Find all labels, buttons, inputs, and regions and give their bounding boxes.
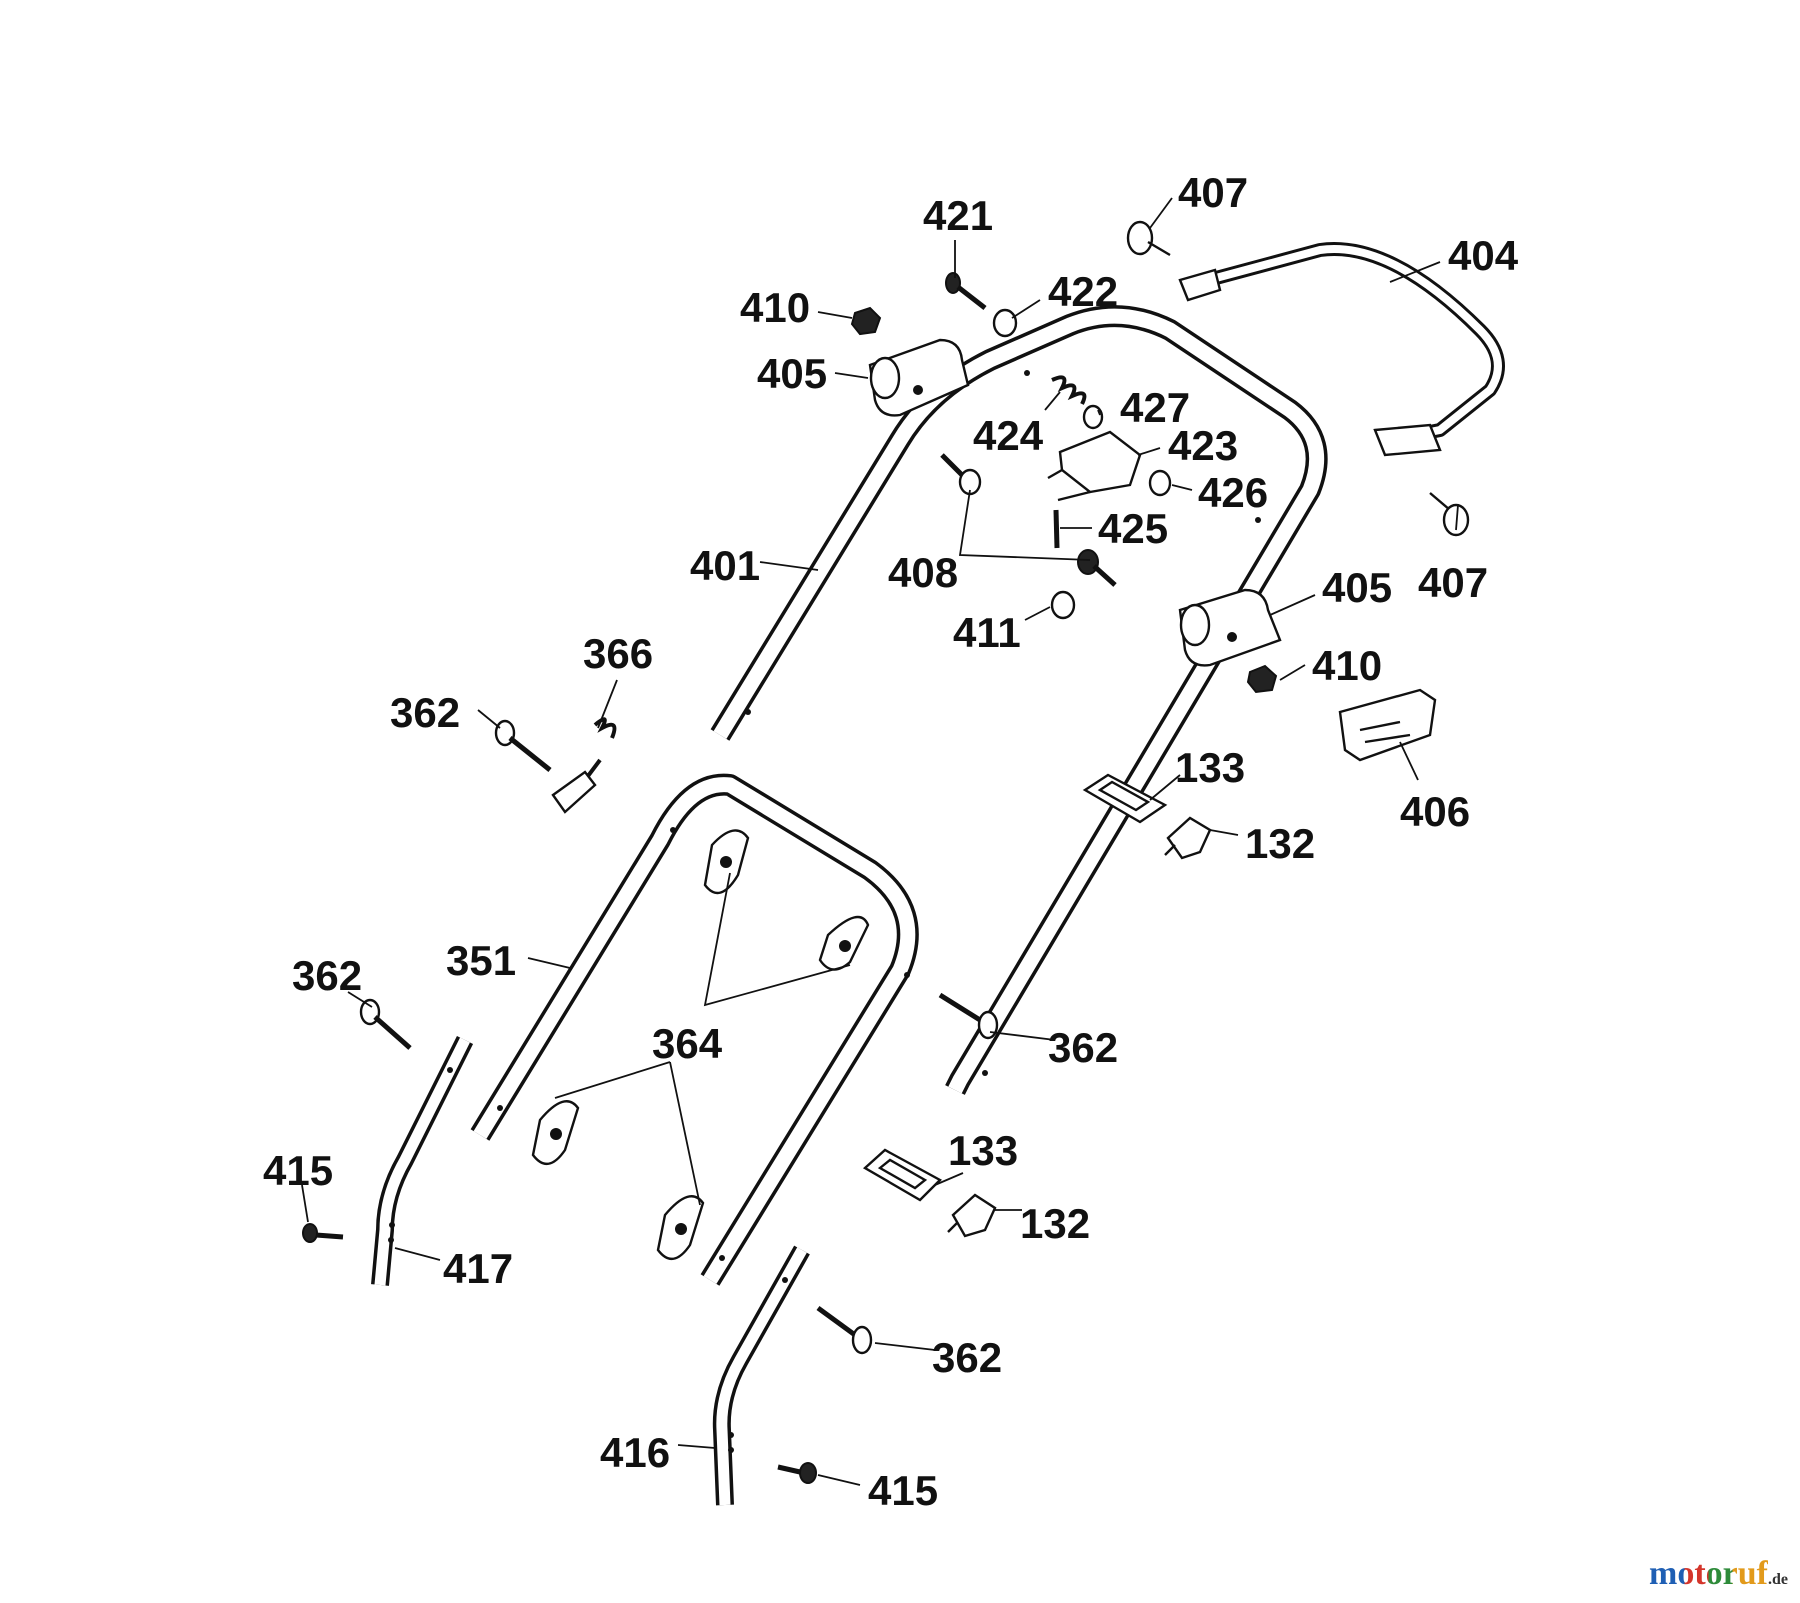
label-411: 411: [953, 609, 1021, 656]
bolt-362-c: [359, 998, 412, 1050]
label-133-upper: 133: [1175, 744, 1245, 791]
pin-407-lower: [1429, 492, 1470, 537]
nut-411: [1050, 590, 1076, 620]
spring-424: [1051, 375, 1087, 405]
label-362-c: 362: [1048, 1024, 1118, 1071]
label-366: 366: [583, 630, 653, 677]
knob-364-3: [531, 1100, 580, 1165]
washer-422: [992, 308, 1018, 338]
pin-425: [1053, 509, 1060, 549]
label-362-a: 362: [390, 689, 460, 736]
label-133-lower: 133: [948, 1127, 1018, 1174]
label-406: 406: [1400, 788, 1470, 835]
label-405-lower: 405: [1322, 564, 1392, 611]
label-427: 427: [1120, 384, 1190, 431]
label-362-d: 362: [932, 1334, 1002, 1381]
watermark-brand: motoruf: [1649, 1555, 1768, 1592]
label-416: 416: [600, 1429, 670, 1476]
label-424: 424: [973, 412, 1044, 459]
label-405-upper: 405: [757, 350, 827, 397]
knob-364-4: [656, 1195, 705, 1260]
label-132-lower: 132: [1020, 1200, 1090, 1247]
lower-handle-tube: [470, 773, 919, 1286]
bolt-362-b: [938, 992, 999, 1040]
screw-415-left: [302, 1223, 344, 1243]
label-415-lower: 415: [868, 1467, 938, 1514]
screw-408-b: [1077, 549, 1117, 587]
clip-132-lower: [947, 1193, 997, 1238]
label-404: 404: [1448, 232, 1519, 279]
clip-133-upper: [1082, 773, 1168, 824]
label-426: 426: [1198, 469, 1268, 516]
nut-410-lower: [1246, 664, 1278, 694]
label-408: 408: [888, 549, 958, 596]
bail-lever: [1178, 242, 1505, 457]
bolt-362-a: [494, 719, 552, 772]
label-410-lower: 410: [1312, 642, 1382, 689]
label-410-upper: 410: [740, 284, 810, 331]
label-421: 421: [923, 192, 993, 239]
part-labels: 421 407 404 410 422 405 427 424 423 426 …: [263, 169, 1519, 1514]
label-415-left: 415: [263, 1147, 333, 1194]
bolt-362-d: [816, 1305, 873, 1355]
knob-364-1: [703, 829, 750, 895]
bolt-421: [945, 272, 987, 310]
leader-lines: [301, 197, 1459, 1486]
watermark-domain: .de: [1768, 1571, 1788, 1588]
label-364: 364: [652, 1020, 723, 1067]
clamp-405-lower: [1178, 588, 1282, 667]
label-407-upper: 407: [1178, 169, 1248, 216]
clamp-405-upper: [868, 338, 970, 417]
ring-427: [1082, 404, 1104, 430]
label-401: 401: [690, 542, 760, 589]
clip-133-lower: [862, 1148, 942, 1202]
screw-408-a: [940, 453, 982, 496]
clip-132-upper: [1164, 816, 1212, 860]
label-407-lower: 407: [1418, 559, 1488, 606]
label-132-upper: 132: [1245, 820, 1315, 867]
label-351: 351: [446, 937, 516, 984]
label-425: 425: [1098, 505, 1168, 552]
watermark-logo: motoruf.de: [1649, 1555, 1788, 1593]
knob-364-2: [818, 915, 870, 971]
label-417: 417: [443, 1245, 513, 1292]
spring-clip-366: [551, 717, 617, 814]
label-422: 422: [1048, 268, 1118, 315]
tube-417: [371, 1035, 474, 1286]
screw-415-lower: [777, 1462, 817, 1484]
cable-guide-406: [1338, 688, 1437, 762]
latch-bracket-423: [1047, 430, 1142, 502]
label-362-b: 362: [292, 952, 362, 999]
pin-407-upper: [1126, 220, 1171, 257]
label-423: 423: [1168, 422, 1238, 469]
cap-426: [1148, 469, 1172, 497]
nut-410-upper: [850, 306, 882, 336]
tube-416: [712, 1245, 810, 1506]
